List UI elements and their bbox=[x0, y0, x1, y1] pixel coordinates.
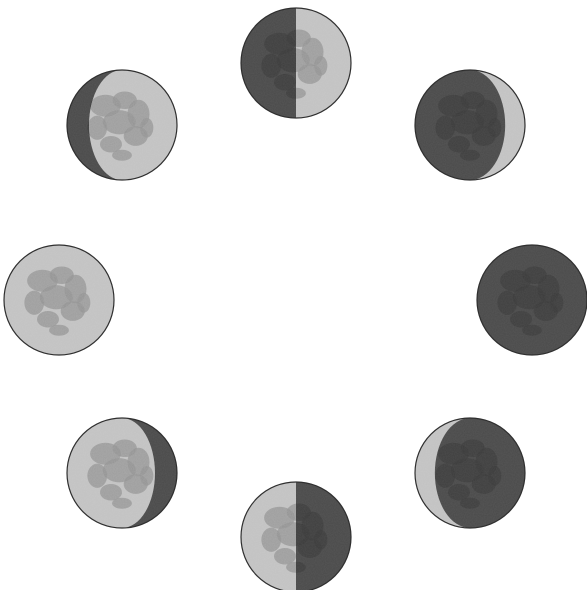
moon-waxing-crescent bbox=[415, 70, 525, 180]
moon-new-moon bbox=[477, 245, 587, 355]
moon-full-moon bbox=[4, 245, 114, 355]
moon-waning-gibbous bbox=[67, 418, 177, 528]
moon-first-quarter bbox=[241, 8, 351, 118]
moon-waning-crescent bbox=[415, 418, 525, 528]
moon-waxing-gibbous bbox=[67, 70, 177, 180]
moon-third-quarter bbox=[241, 482, 351, 590]
